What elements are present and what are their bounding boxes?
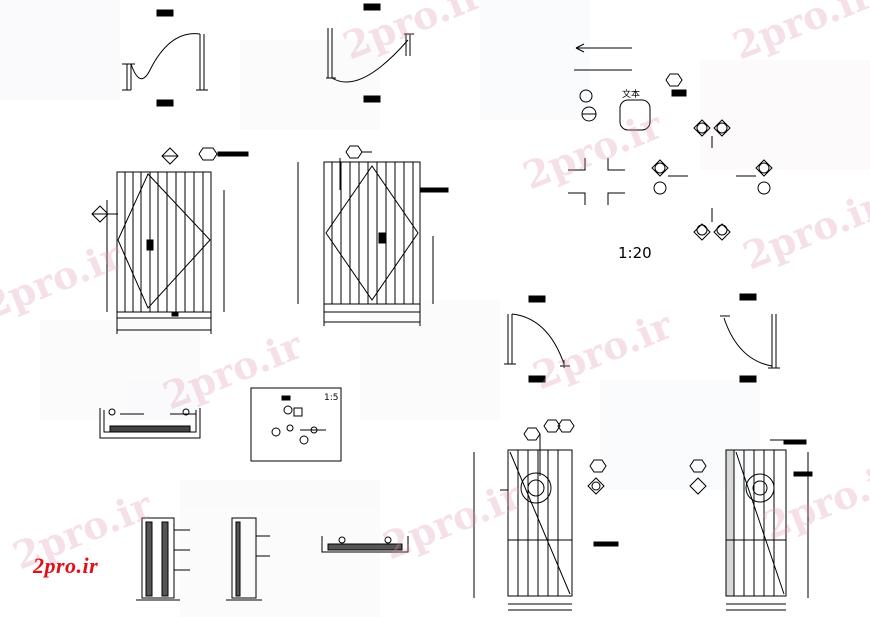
sill-section bbox=[321, 536, 409, 553]
fitting-symbol-right bbox=[736, 159, 773, 195]
jamb-section-tall bbox=[136, 517, 190, 601]
door-elevation-left bbox=[91, 147, 249, 334]
brand-logo: 2pro.ir bbox=[33, 553, 99, 578]
door-plan-lower-right bbox=[720, 293, 780, 383]
door-plan-double-swing bbox=[122, 9, 208, 107]
elevation-with-vent-right bbox=[689, 439, 813, 611]
watermark-9: 2pro.ir bbox=[377, 472, 530, 569]
door-plan-single-swing bbox=[326, 3, 414, 103]
detail-note: 文本 bbox=[622, 88, 640, 100]
watermark-2: 2pro.ir bbox=[727, 0, 870, 68]
elevation-with-vent-left bbox=[473, 419, 619, 611]
inset-detail-box bbox=[250, 387, 342, 462]
fitting-detail-legend bbox=[568, 43, 773, 241]
fitting-symbol-bottom bbox=[693, 208, 731, 241]
door-elevation-right bbox=[297, 145, 449, 326]
watermark-3: 2pro.ir bbox=[0, 232, 129, 329]
fitting-symbol-top bbox=[693, 119, 731, 148]
door-plan-lower-left bbox=[504, 295, 570, 383]
watermark-5: 2pro.ir bbox=[737, 182, 870, 279]
scale-label-main: 1:20 bbox=[618, 244, 652, 262]
watermark-1: 2pro.ir bbox=[337, 0, 490, 68]
jamb-section-narrow bbox=[226, 517, 270, 601]
fitting-symbol-left bbox=[651, 159, 688, 195]
section-detail-plan bbox=[99, 408, 201, 439]
scale-label-inset: 1:5 bbox=[324, 393, 338, 403]
